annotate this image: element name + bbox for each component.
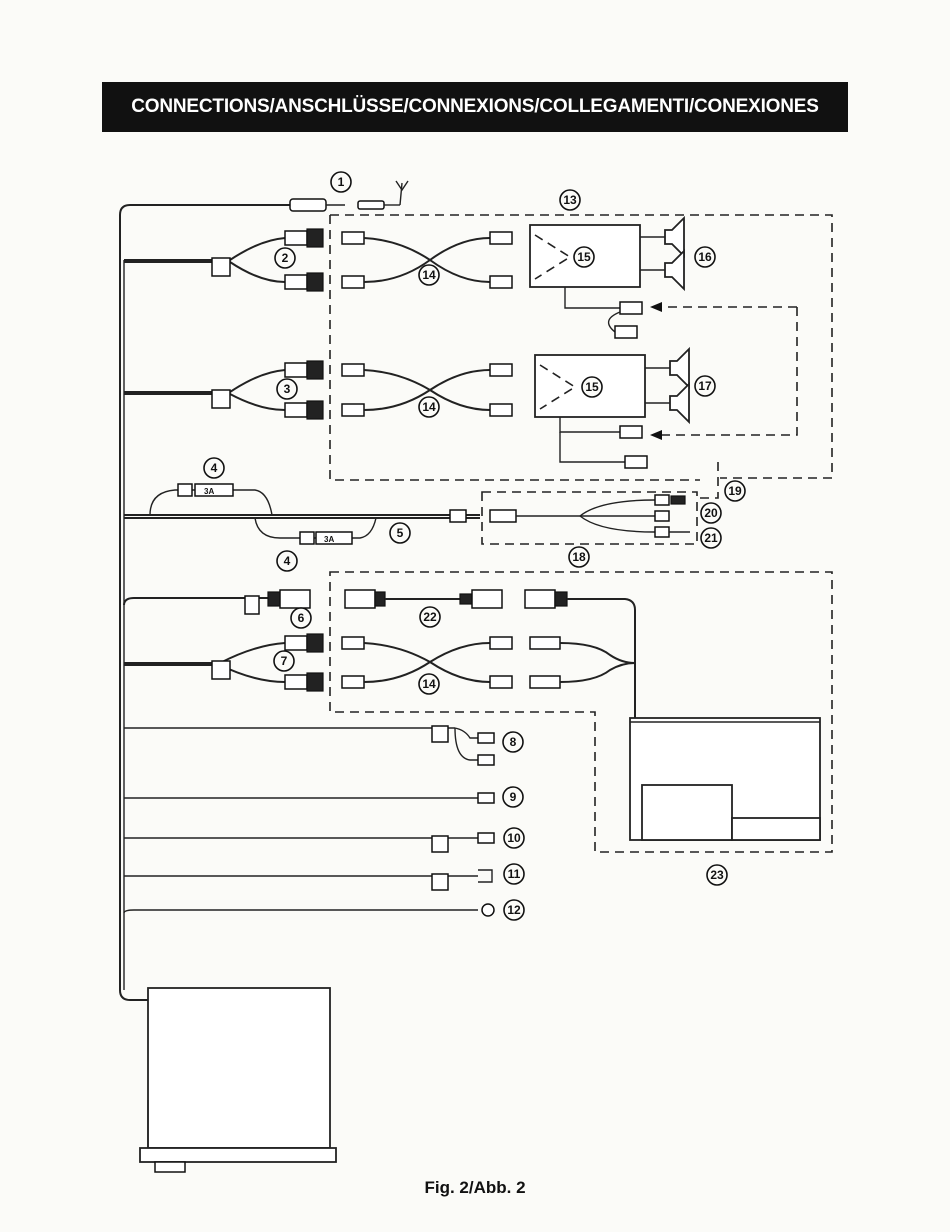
callout-19: 19 xyxy=(724,480,746,502)
callout-18: 18 xyxy=(568,546,590,568)
page-title: CONNECTIONS/ANSCHLÜSSE/CONNEXIONS/COLLEG… xyxy=(131,96,819,117)
callout-22: 22 xyxy=(419,606,441,628)
rca-front-output-cable xyxy=(124,228,324,292)
callout-4a: 4 xyxy=(203,457,225,479)
svg-text:16: 16 xyxy=(698,250,712,264)
callout-20: 20 xyxy=(700,502,722,524)
antenna-connector xyxy=(289,180,409,212)
fuse-label-bottom: 3A xyxy=(324,535,334,544)
svg-text:15: 15 xyxy=(577,250,591,264)
amplifier-system-boundary xyxy=(330,214,833,479)
callout-15a: 15 xyxy=(573,246,595,268)
svg-text:15: 15 xyxy=(585,380,599,394)
svg-text:13: 13 xyxy=(563,193,577,207)
callout-5: 5 xyxy=(389,522,411,544)
callout-10: 10 xyxy=(503,827,525,849)
callout-6: 6 xyxy=(290,607,312,629)
power-connector-group xyxy=(481,491,698,545)
callout-1: 1 xyxy=(330,171,352,193)
svg-text:3: 3 xyxy=(284,382,291,396)
svg-text:5: 5 xyxy=(397,526,404,540)
svg-text:6: 6 xyxy=(298,611,305,625)
title-banner: CONNECTIONS/ANSCHLÜSSE/CONNEXIONS/COLLEG… xyxy=(102,82,848,132)
amplifier-front xyxy=(529,224,643,339)
svg-text:7: 7 xyxy=(281,654,288,668)
callout-9: 9 xyxy=(502,786,524,808)
rca-rear-output-cable xyxy=(124,360,324,420)
rca-extension-cable-top xyxy=(341,231,513,289)
accessory-leads xyxy=(123,725,495,917)
svg-text:4: 4 xyxy=(284,554,291,568)
callout-14c: 14 xyxy=(418,673,440,695)
svg-text:14: 14 xyxy=(422,400,436,414)
callout-14b: 14 xyxy=(418,396,440,418)
svg-text:11: 11 xyxy=(508,867,521,881)
svg-text:4: 4 xyxy=(211,461,218,475)
callout-16: 16 xyxy=(694,246,716,268)
callout-17: 17 xyxy=(694,375,716,397)
svg-text:20: 20 xyxy=(704,506,718,520)
svg-text:10: 10 xyxy=(507,831,521,845)
callout-13: 13 xyxy=(559,189,581,211)
callout-8: 8 xyxy=(502,731,524,753)
amplifier-rear xyxy=(534,354,648,469)
svg-text:19: 19 xyxy=(728,484,742,498)
rca-extension-cable-middle xyxy=(341,363,513,417)
callout-11: 11 xyxy=(503,863,525,885)
main-harness-trunk xyxy=(119,204,290,990)
callout-23: 23 xyxy=(706,864,728,886)
head-unit xyxy=(119,987,337,1173)
svg-text:22: 22 xyxy=(423,610,437,624)
callout-21: 21 xyxy=(700,527,722,549)
svg-text:14: 14 xyxy=(422,677,436,691)
svg-text:23: 23 xyxy=(710,868,724,882)
svg-text:14: 14 xyxy=(422,268,436,282)
svg-text:9: 9 xyxy=(510,790,517,804)
speakers-rear xyxy=(645,346,690,425)
rca-changer-input-cable xyxy=(124,633,324,692)
svg-text:1: 1 xyxy=(338,175,345,189)
figure-caption: Fig. 2/Abb. 2 xyxy=(424,1178,526,1197)
rca-extension-cable-bottom xyxy=(341,636,636,689)
svg-text:2: 2 xyxy=(282,251,289,265)
svg-text:8: 8 xyxy=(510,735,517,749)
callout-12: 12 xyxy=(503,899,525,921)
callout-3: 3 xyxy=(276,378,298,400)
callout-7: 7 xyxy=(273,650,295,672)
speakers-front xyxy=(640,215,685,292)
fuse-label-top: 3A xyxy=(204,487,214,496)
cd-changer-unit xyxy=(329,571,833,853)
svg-text:21: 21 xyxy=(704,531,718,545)
callout-4b: 4 xyxy=(276,550,298,572)
callout-2: 2 xyxy=(274,247,296,269)
callout-15b: 15 xyxy=(581,376,603,398)
svg-text:18: 18 xyxy=(572,550,586,564)
cd-changer-cable xyxy=(123,589,636,718)
callout-14a: 14 xyxy=(418,264,440,286)
svg-text:17: 17 xyxy=(698,379,712,393)
power-lead-fuses: 3A 3A xyxy=(124,483,480,545)
svg-text:12: 12 xyxy=(507,903,521,917)
